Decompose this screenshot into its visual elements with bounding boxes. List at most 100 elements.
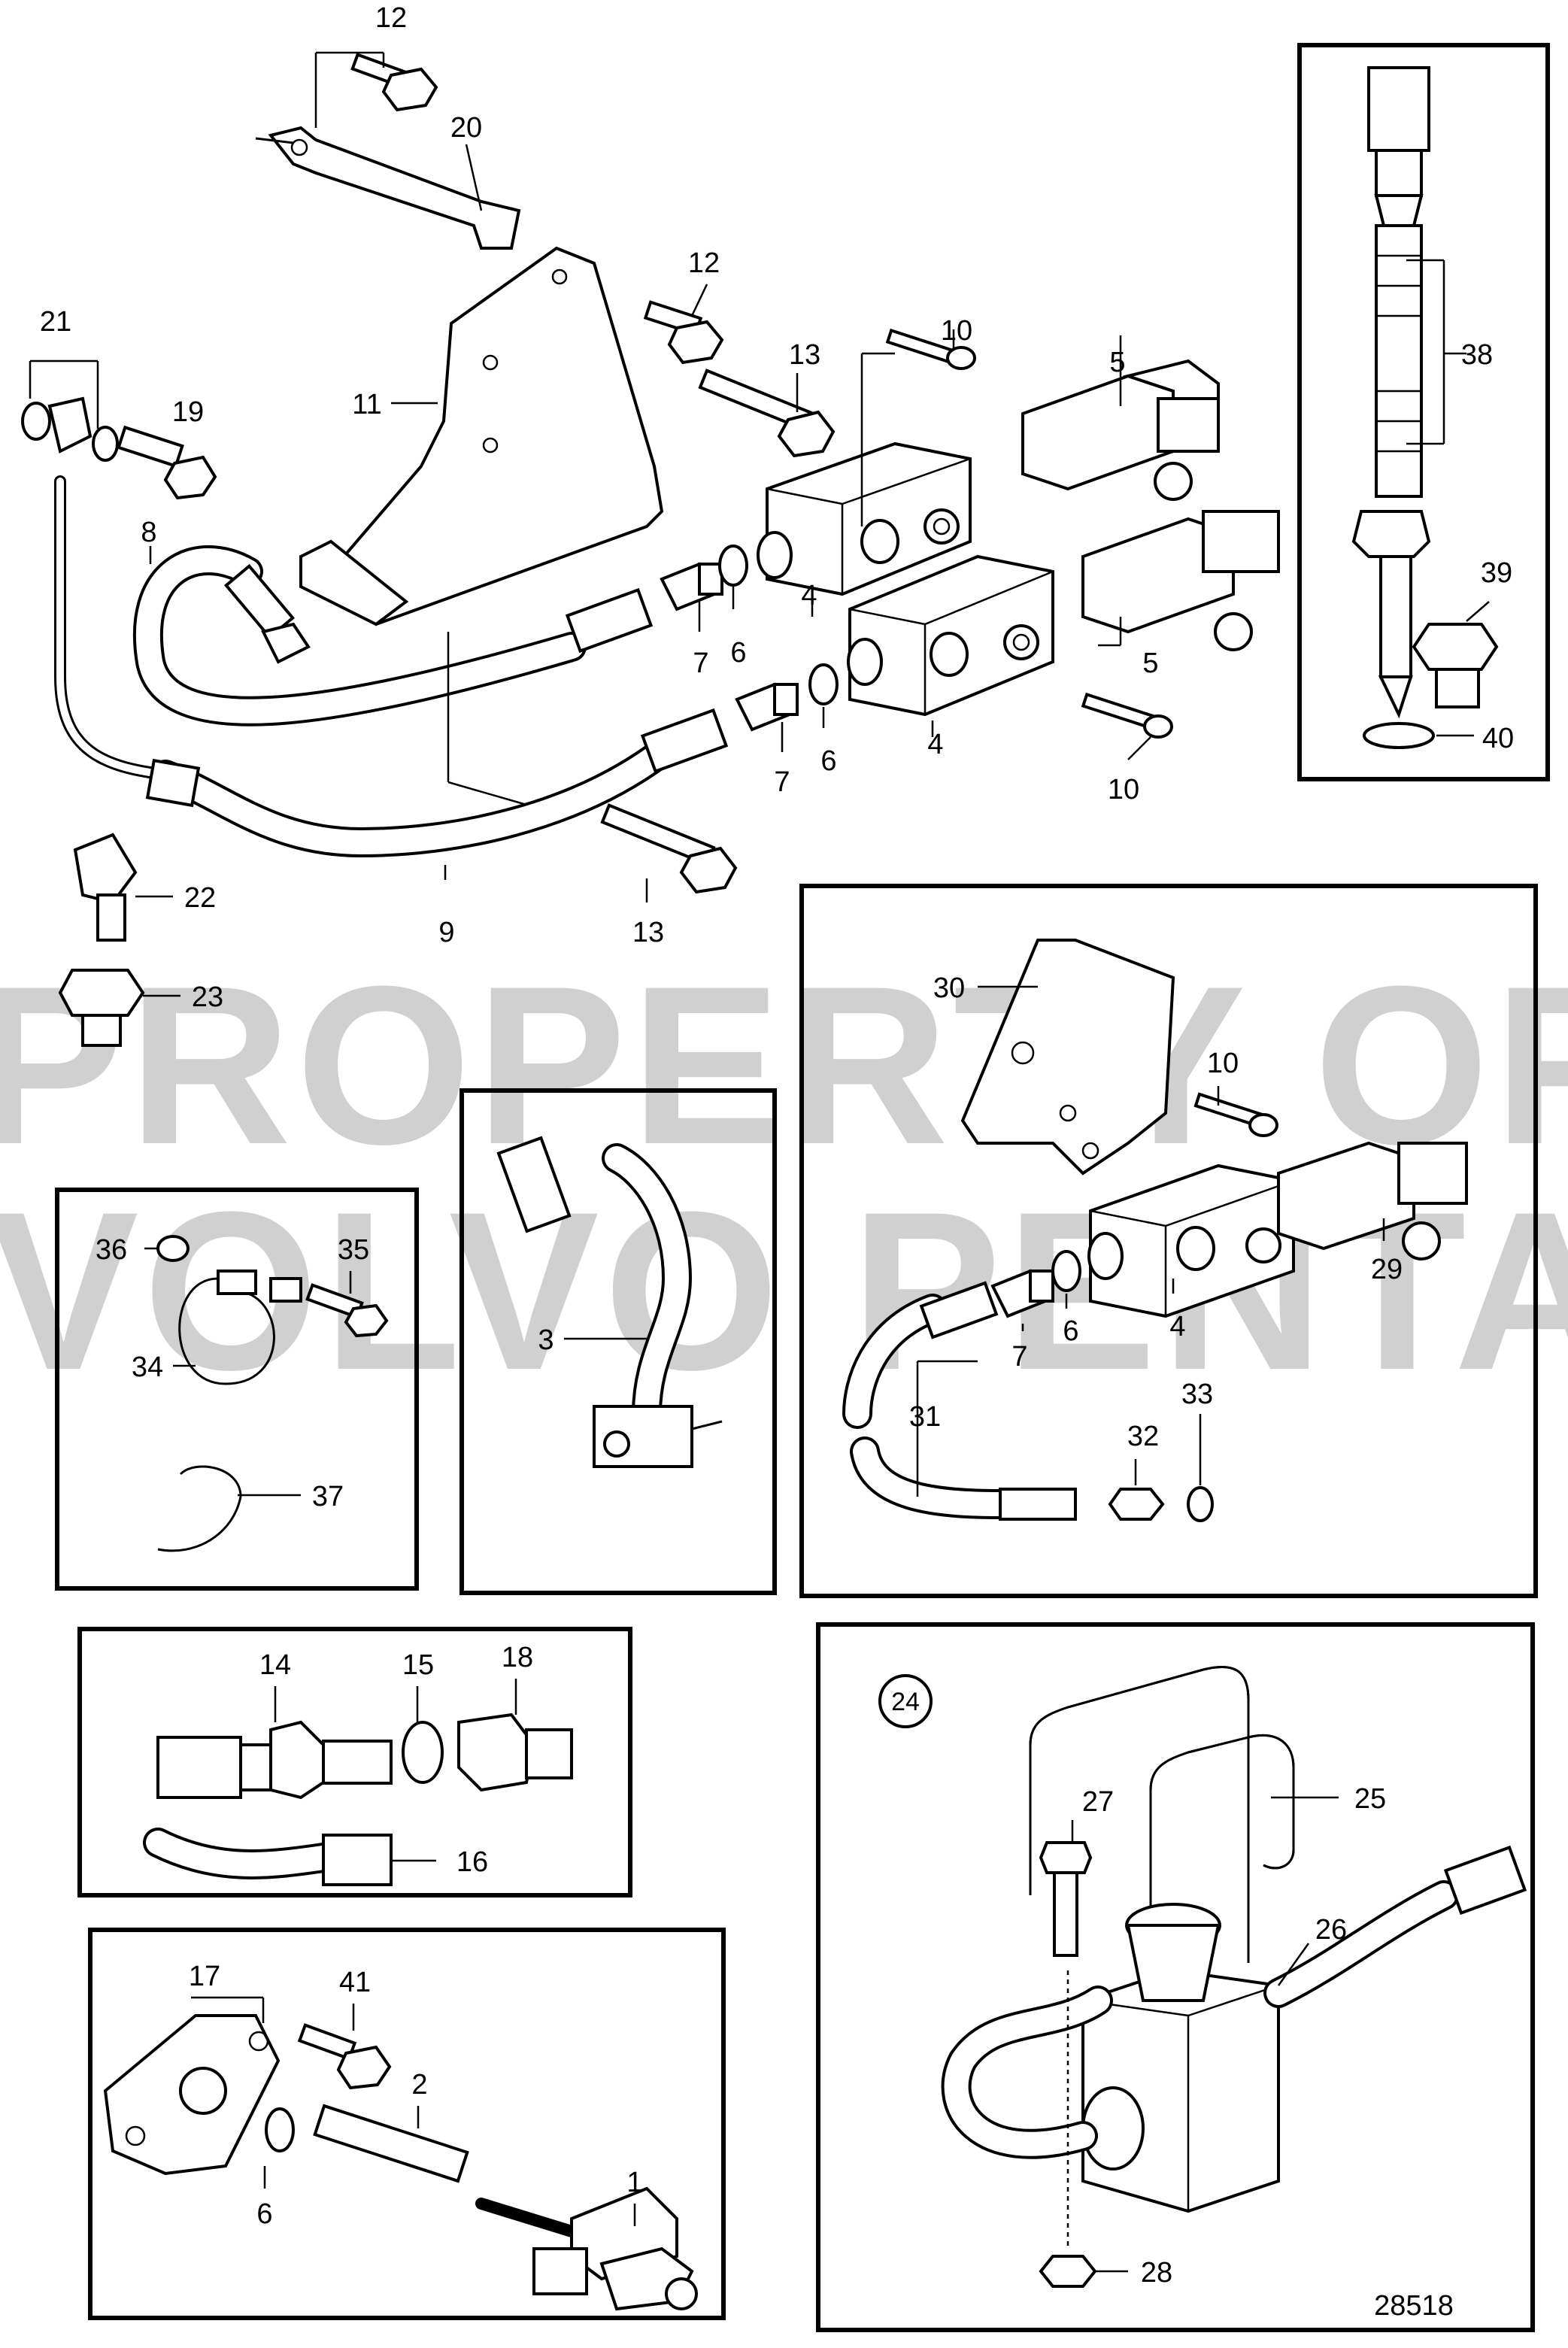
fitting-7-lower bbox=[735, 682, 799, 732]
callout-22: 22 bbox=[184, 882, 216, 914]
bolt-10-top bbox=[885, 328, 976, 370]
callout-27: 27 bbox=[1082, 1786, 1114, 1818]
leader-26 bbox=[1277, 1943, 1310, 1986]
callout-13-top: 13 bbox=[789, 339, 820, 371]
callout-2: 2 bbox=[411, 2069, 427, 2101]
bracket-30 bbox=[960, 939, 1175, 1176]
hose-31 bbox=[842, 1281, 1077, 1521]
solenoid-5-upper bbox=[1021, 359, 1220, 501]
callout-18: 18 bbox=[502, 1642, 533, 1673]
callout-7-inset: 7 bbox=[1011, 1341, 1027, 1373]
callout-8: 8 bbox=[141, 517, 156, 548]
washer-6-inset bbox=[1051, 1250, 1081, 1292]
callout-10-inset: 10 bbox=[1207, 1048, 1239, 1079]
callout-29: 29 bbox=[1371, 1254, 1403, 1285]
valve-4-upper-port bbox=[757, 531, 793, 579]
bracket-25 bbox=[1029, 1665, 1295, 1963]
bolt-10-inset bbox=[1193, 1092, 1278, 1137]
bracket-20 bbox=[268, 126, 521, 250]
callout-15: 15 bbox=[402, 1649, 434, 1681]
bolt-27 bbox=[1039, 1841, 1093, 1957]
bracket-20-hole bbox=[290, 138, 308, 156]
cable-tie-37 bbox=[157, 1465, 242, 1552]
temperature-sensor-38 bbox=[1351, 66, 1431, 719]
harness-cable bbox=[941, 1845, 1527, 2159]
inset-frame-clamp bbox=[55, 1188, 419, 1591]
callout-32: 32 bbox=[1127, 1421, 1159, 1452]
fitting-7-upper bbox=[660, 562, 723, 611]
callout-9: 9 bbox=[438, 917, 454, 948]
banjo-bolt-19 bbox=[117, 425, 217, 500]
washer-6-flange bbox=[265, 2107, 295, 2152]
callout-7-lower: 7 bbox=[774, 766, 790, 798]
callout-10-top: 10 bbox=[941, 315, 972, 347]
callout-33: 33 bbox=[1181, 1379, 1213, 1410]
connector-16 bbox=[143, 1828, 393, 1886]
callout-37: 37 bbox=[312, 1481, 344, 1512]
callout-6-lower: 6 bbox=[820, 745, 836, 777]
flange-17 bbox=[103, 2014, 281, 2176]
hose-9-sleeve bbox=[145, 758, 201, 808]
callout-6-upper: 6 bbox=[730, 637, 746, 669]
callout-26: 26 bbox=[1315, 1914, 1347, 1946]
washer-6-upper bbox=[718, 545, 748, 587]
fitting-7-inset bbox=[990, 1269, 1054, 1318]
bracket-20-centerline bbox=[255, 137, 294, 144]
leader-39 bbox=[1466, 601, 1490, 622]
group-marker: 24 bbox=[891, 1688, 920, 1716]
bolt-12-mid bbox=[643, 300, 724, 365]
adapter-22 bbox=[73, 833, 138, 942]
bolt-35 bbox=[305, 1283, 389, 1338]
inset-frame-reservoir bbox=[816, 1622, 1535, 2332]
callout-7-upper: 7 bbox=[693, 648, 708, 679]
callout-4-upper: 4 bbox=[801, 580, 817, 611]
callout-labels: 12 20 12 21 10 13 5 38 11 19 8 39 4 7 6 … bbox=[40, 2, 1514, 2322]
washer-40 bbox=[1363, 722, 1435, 749]
plate-11-tube bbox=[299, 539, 409, 626]
nut-28 bbox=[1039, 2255, 1097, 2288]
callout-40: 40 bbox=[1482, 723, 1514, 754]
reservoir-26 bbox=[1081, 1903, 1280, 2213]
valve-block-4-inset bbox=[1089, 1163, 1295, 1318]
callout-19: 19 bbox=[172, 396, 204, 428]
valve-4-lower-port bbox=[847, 638, 883, 686]
solenoid-5-lower bbox=[1081, 510, 1280, 651]
callout-3: 3 bbox=[538, 1324, 554, 1356]
adapter-23 bbox=[58, 969, 145, 1047]
inset-frame-valve-bracket bbox=[799, 884, 1538, 1598]
group-marker-circle bbox=[878, 1674, 933, 1728]
nut-36 bbox=[156, 1235, 190, 1262]
callout-39: 39 bbox=[1481, 557, 1512, 589]
inset-frame-pressure-sender bbox=[77, 1627, 632, 1898]
bolt-13-top bbox=[698, 369, 836, 458]
callout-11: 11 bbox=[352, 389, 381, 420]
clamp-34 bbox=[178, 1270, 302, 1385]
washer-6-lower bbox=[808, 663, 839, 705]
callout-31: 31 bbox=[909, 1401, 941, 1433]
callout-5-top: 5 bbox=[1109, 347, 1125, 378]
callout-6-inset: 6 bbox=[1063, 1315, 1078, 1347]
valve-block-4-upper bbox=[766, 441, 972, 596]
callout-41: 41 bbox=[339, 1967, 371, 1998]
washer-33 bbox=[1187, 1486, 1214, 1522]
figure-number: 28518 bbox=[1374, 2290, 1454, 2322]
sleeve-2 bbox=[313, 2104, 469, 2183]
solenoid-29 bbox=[1277, 1141, 1468, 1260]
callout-30: 30 bbox=[933, 972, 965, 1004]
pressure-sender-14 bbox=[156, 1720, 393, 1800]
inset-frame-hose bbox=[459, 1088, 777, 1595]
adapter-39 bbox=[1412, 623, 1499, 708]
mounting-plate-11 bbox=[329, 246, 664, 626]
leader-20 bbox=[465, 144, 483, 211]
sensor-fitting-hose-8 bbox=[223, 563, 311, 664]
callout-5-bottom: 5 bbox=[1142, 648, 1158, 679]
watermark-line-1: PROPERTY OF bbox=[0, 939, 1568, 1191]
callout-36: 36 bbox=[96, 1234, 127, 1266]
callout-12-mid: 12 bbox=[688, 247, 720, 279]
callout-1: 1 bbox=[626, 2167, 642, 2198]
valve-block-4-lower bbox=[848, 554, 1054, 717]
callout-20: 20 bbox=[450, 112, 482, 144]
bolt-41 bbox=[297, 2023, 392, 2090]
pipe-21 bbox=[21, 396, 171, 781]
